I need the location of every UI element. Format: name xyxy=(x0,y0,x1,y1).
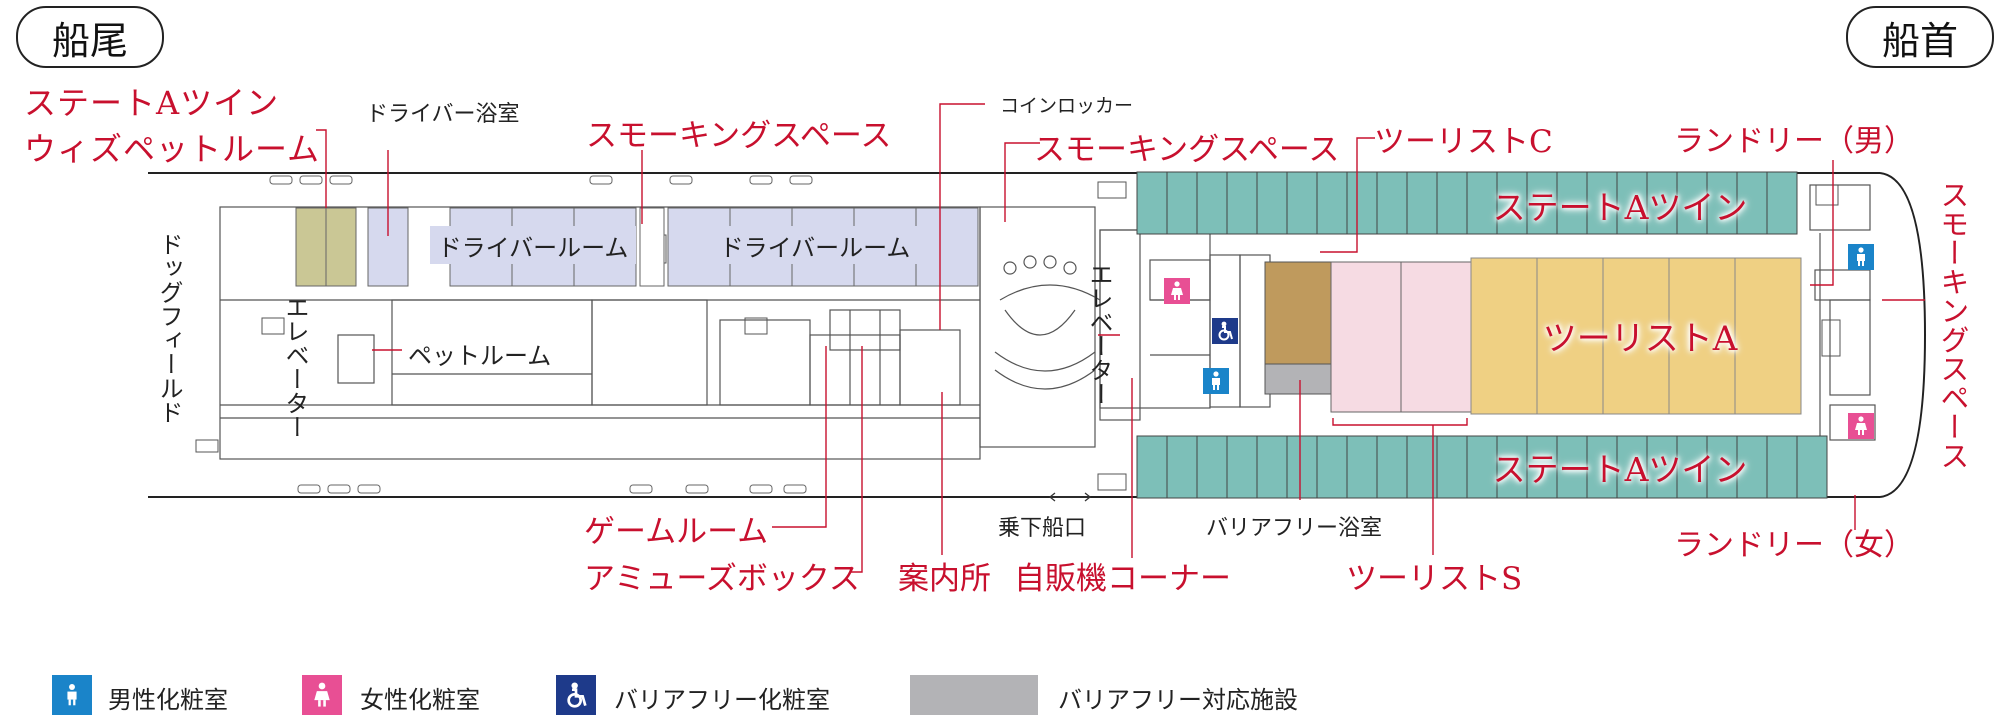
label-elevator-left: エレベーター xyxy=(281,295,309,439)
legend-barrier-free-toilet: バリアフリー化粧室 xyxy=(614,686,830,714)
legend-men-toilet-icon xyxy=(52,675,92,715)
label-laundry-men: ランドリー（男） xyxy=(1674,124,1914,159)
label-tourist-a: ツーリストA xyxy=(1542,318,1738,359)
label-information: 案内所 xyxy=(898,561,991,597)
barrier-free-bath-room xyxy=(1264,363,1332,395)
tourist-s-rooms xyxy=(1330,261,1472,413)
legend-barrier-free-swatch xyxy=(910,675,1038,715)
boarding-gate-mark xyxy=(1048,492,1092,502)
legend-barrier-free-facility: バリアフリー対応施設 xyxy=(1058,686,1298,714)
label-vending-corner: 自販機コーナー xyxy=(1014,561,1231,597)
label-driver-room-2: ドライバールーム xyxy=(710,226,920,264)
stern-label: 船尾 xyxy=(16,6,164,68)
state-a-twin-top-rooms xyxy=(1136,171,1798,235)
state-a-twin-bottom-rooms xyxy=(1136,435,1828,499)
label-with-pet-room: ウィズペットルーム xyxy=(24,130,321,168)
tourist-c-room xyxy=(1264,261,1332,365)
lounge-seating xyxy=(994,255,1101,390)
men-toilet-icon xyxy=(1203,368,1229,394)
label-game-room: ゲームルーム xyxy=(584,514,769,550)
legend-men-toilet: 男性化粧室 xyxy=(108,686,228,714)
label-amusement-box: アミューズボックス xyxy=(584,561,860,597)
label-barrier-free-bath: バリアフリー浴室 xyxy=(1206,516,1383,541)
stairs xyxy=(195,181,1841,491)
bow-label: 船首 xyxy=(1846,6,1994,68)
leader-lines xyxy=(316,103,1925,573)
deck-fixtures xyxy=(269,175,813,494)
label-tourist-s: ツーリストS xyxy=(1346,561,1523,597)
label-pet-room: ペットルーム xyxy=(408,342,552,370)
label-driver-room-1: ドライバールーム xyxy=(430,226,636,264)
legend-women-toilet-icon xyxy=(302,675,342,715)
label-state-a-twin-top: ステートAツイン xyxy=(1492,188,1748,227)
label-elevator-center: エレベーター xyxy=(1085,262,1113,406)
women-toilet-icon xyxy=(1164,278,1190,304)
label-state-a-twin-bottom: ステートAツイン xyxy=(1492,450,1748,489)
label-smoking-space-2: スモーキングスペース xyxy=(1034,132,1340,168)
tourist-a-rooms xyxy=(1470,257,1802,415)
label-laundry-women: ランドリー（女） xyxy=(1674,528,1914,563)
wheelchair-icon xyxy=(1212,318,1238,344)
legend-wheelchair-icon xyxy=(556,675,596,715)
label-coin-locker: コインロッカー xyxy=(1000,95,1134,117)
legend-women-toilet: 女性化粧室 xyxy=(360,686,480,714)
label-smoking-space-bow: スモーキングスペース xyxy=(1935,180,1970,470)
men-toilet-icon xyxy=(1848,244,1874,270)
label-smoking-space-1: スモーキングスペース xyxy=(586,118,892,154)
women-toilet-icon xyxy=(1848,413,1874,439)
label-driver-bath: ドライバー浴室 xyxy=(366,102,520,127)
label-tourist-c: ツーリストC xyxy=(1374,124,1553,160)
label-dog-field: ドッグフィールド xyxy=(155,232,183,424)
label-state-a-twin-left: ステートAツイン xyxy=(24,84,280,122)
label-boarding-gate: 乗下船口 xyxy=(998,516,1087,541)
with-pet-rooms xyxy=(295,207,357,287)
